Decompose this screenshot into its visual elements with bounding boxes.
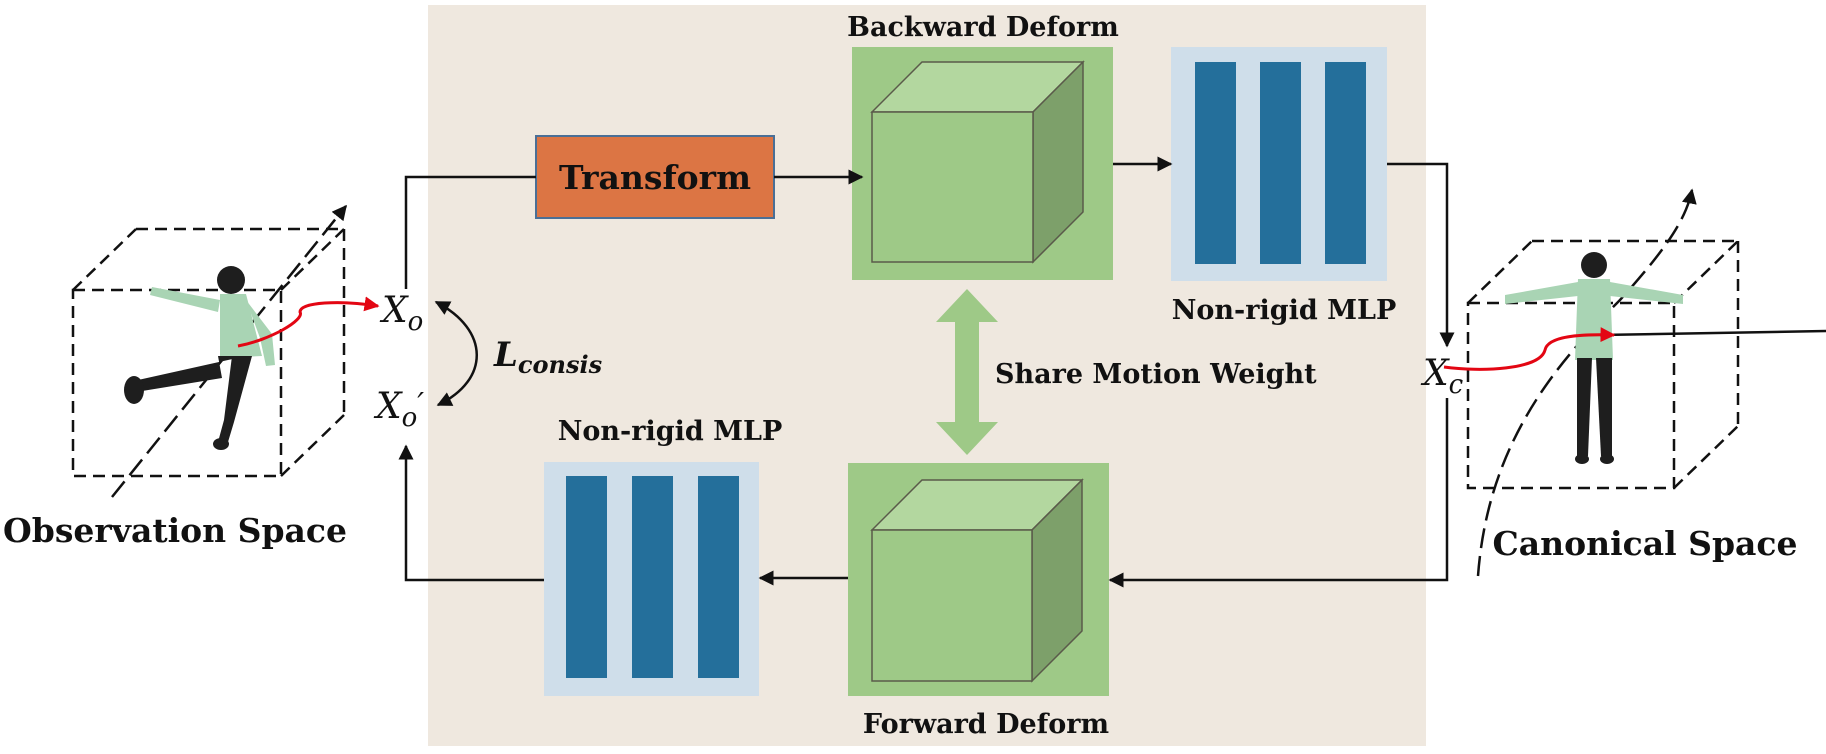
consistency-loss-label: Lconsis (493, 335, 603, 379)
nonrigid-mlp-bottom-label: Non-rigid MLP (558, 416, 783, 447)
canonical-space-label: Canonical Space (1492, 524, 1797, 563)
mlp-bottom-layer-bar (698, 476, 739, 678)
x-c-label: Xc (1420, 353, 1464, 400)
mlp-top-layer-bar (1260, 62, 1301, 264)
flow-arrow-xo-to-transform (404, 175, 536, 289)
observation-space-box (71, 227, 346, 478)
tpose-person-figure (1505, 252, 1683, 464)
nonrigid-mlp-bottom-block: Non-rigid MLP (544, 416, 782, 696)
canonical-red-ray (1443, 327, 1616, 371)
canonical-space-group: Canonical Space (1443, 188, 1826, 577)
observation-space-label: Observation Space (3, 511, 347, 550)
mlp-bottom-layer-bar (566, 476, 607, 678)
posed-person-figure (124, 266, 275, 450)
share-motion-weight-arrow (936, 289, 998, 455)
flow-arrow-mlp-to-xo-prime (398, 444, 544, 582)
flow-arrow-mlp-to-xc (1387, 162, 1455, 348)
nonrigid-mlp-top-block: Non-rigid MLP (1171, 47, 1396, 326)
x-o-prime-label: Xo′ (373, 386, 424, 433)
observation-space-group: Observation Space (3, 204, 380, 550)
x-o-label: Xo (379, 290, 423, 337)
forward-deform-block: Forward Deform (848, 463, 1109, 740)
backward-deform-cube-icon (870, 60, 1085, 264)
canonical-space-box (1466, 239, 1740, 490)
forward-deform-cube-icon (870, 478, 1084, 683)
mlp-top-layer-bar (1325, 62, 1366, 264)
forward-deform-label: Forward Deform (863, 709, 1109, 740)
transform-label: Transform (559, 158, 751, 197)
share-motion-weight-label: Share Motion Weight (995, 359, 1317, 390)
mlp-bottom-layer-bar (632, 476, 673, 678)
consistency-loss-arrow (434, 300, 478, 407)
backward-deform-block: Backward Deform (847, 12, 1119, 280)
observation-red-ray (237, 296, 380, 348)
canonical-straight-ray (1599, 329, 1826, 337)
mlp-top-layer-bar (1195, 62, 1236, 264)
backward-deform-label: Backward Deform (847, 12, 1119, 43)
nonrigid-mlp-top-label: Non-rigid MLP (1172, 295, 1397, 326)
flow-arrow-xc-to-forward (1108, 398, 1449, 588)
